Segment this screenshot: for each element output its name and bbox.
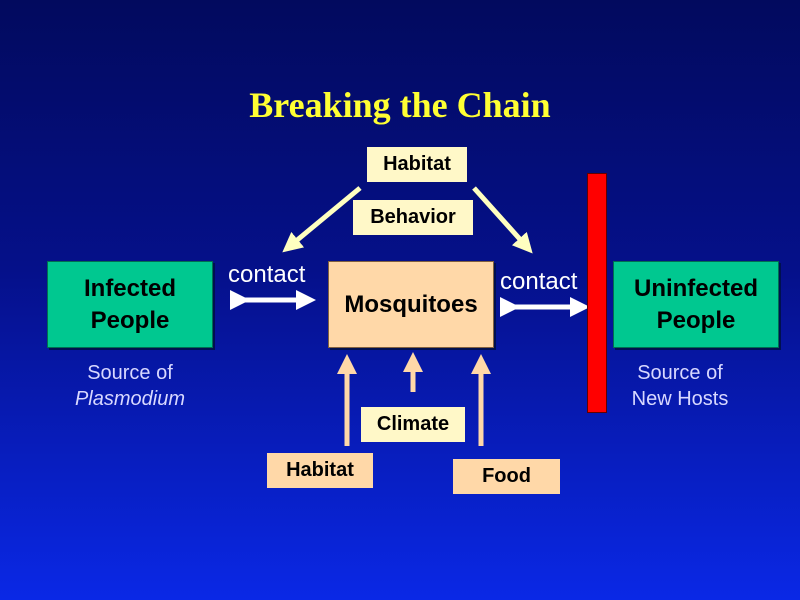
source-hosts-caption: Source of New Hosts (598, 360, 762, 412)
barrier-bar (587, 173, 607, 413)
bottom-habitat-text: Habitat (286, 459, 354, 481)
mosquitoes-node: Mosquitoes (328, 261, 494, 348)
bottom-habitat-label: Habitat (267, 453, 373, 488)
mosquitoes-text: Mosquitoes (344, 290, 478, 318)
caption-left-line2: Plasmodium (74, 388, 186, 410)
infected-line1: Infected (83, 274, 176, 302)
uninfected-line1: Uninfected (633, 274, 758, 302)
food-text: Food (482, 465, 531, 487)
infected-line2: People (90, 306, 170, 334)
uninfected-line2: People (656, 306, 736, 334)
caption-left-line1: Source of (87, 362, 173, 384)
food-label: Food (453, 459, 560, 494)
climate-text: Climate (376, 413, 450, 435)
contact-left-label: contact (228, 261, 306, 288)
behavior-label: Behavior (353, 200, 473, 235)
behavior-text: Behavior (370, 206, 456, 228)
climate-label: Climate (361, 407, 465, 442)
top-habitat-text: Habitat (383, 153, 451, 175)
caption-right-line1: Source of (637, 362, 723, 384)
infected-people-node: Infected People (47, 261, 213, 348)
uninfected-people-node: Uninfected People (613, 261, 779, 348)
habitat-left-arrow (282, 186, 362, 253)
habitat-right-arrow (472, 186, 533, 254)
contact-right-label: contact (500, 268, 578, 295)
top-habitat-label: Habitat (367, 147, 467, 182)
caption-right-line2: New Hosts (631, 388, 729, 410)
slide-title: Breaking the Chain (249, 85, 551, 125)
source-plasmodium-caption: Source of Plasmodium (47, 360, 213, 412)
